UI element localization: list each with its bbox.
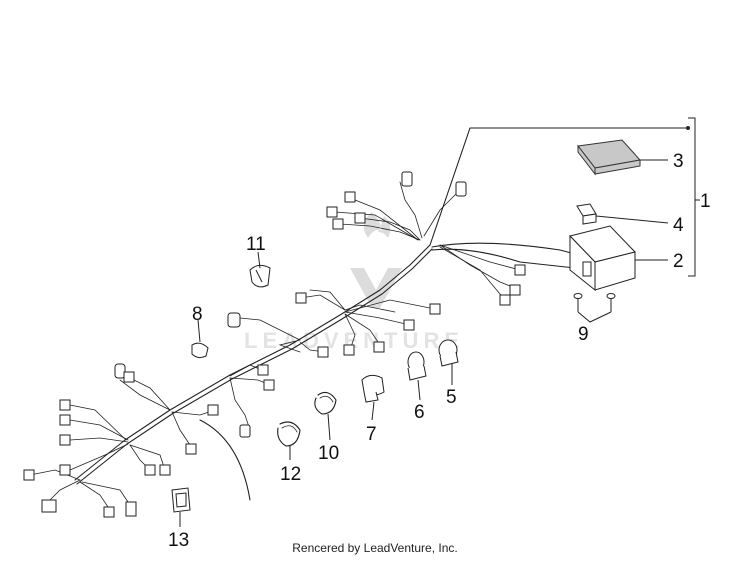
- callout-4[interactable]: 4: [673, 215, 684, 236]
- part-8-clip: [191, 342, 209, 359]
- part-11-clamp: [249, 264, 271, 288]
- watermark-logo-icon: [350, 212, 402, 308]
- callout-labels: 1 2 3 4 5 6 7 8 9 10 11 12 13: [168, 151, 711, 551]
- callout-8[interactable]: 8: [192, 304, 203, 325]
- harness-connectors: [23, 171, 526, 518]
- callout-9[interactable]: 9: [578, 324, 589, 345]
- callout-12[interactable]: 12: [280, 464, 301, 485]
- part-3-relay-cover: [577, 139, 641, 176]
- leader-lines: [179, 117, 700, 527]
- callout-1[interactable]: 1: [700, 191, 711, 212]
- part-9-screws: [573, 293, 616, 312]
- wiring-harness: [29, 127, 689, 511]
- callout-11[interactable]: 11: [246, 234, 266, 255]
- callout-3[interactable]: 3: [673, 151, 684, 172]
- callout-6[interactable]: 6: [414, 402, 425, 423]
- assembly-marker-dot-icon: [686, 126, 690, 130]
- part-12-band: [277, 421, 301, 447]
- callout-5[interactable]: 5: [446, 387, 457, 408]
- footer-credit: Rencered by LeadVenture, Inc.: [292, 541, 458, 555]
- callout-7[interactable]: 7: [366, 424, 377, 445]
- part-2-fuse-box: [569, 225, 636, 292]
- callout-13[interactable]: 13: [168, 530, 189, 551]
- part-5-clamp: [438, 339, 459, 367]
- callout-2[interactable]: 2: [673, 251, 684, 272]
- part-7-clamp: [361, 374, 385, 403]
- part-4-fuse: [576, 203, 597, 225]
- callout-10[interactable]: 10: [318, 443, 339, 464]
- part-13-bracket: [171, 487, 191, 513]
- part-6-clamp: [407, 351, 427, 381]
- part-10-band: [314, 391, 337, 415]
